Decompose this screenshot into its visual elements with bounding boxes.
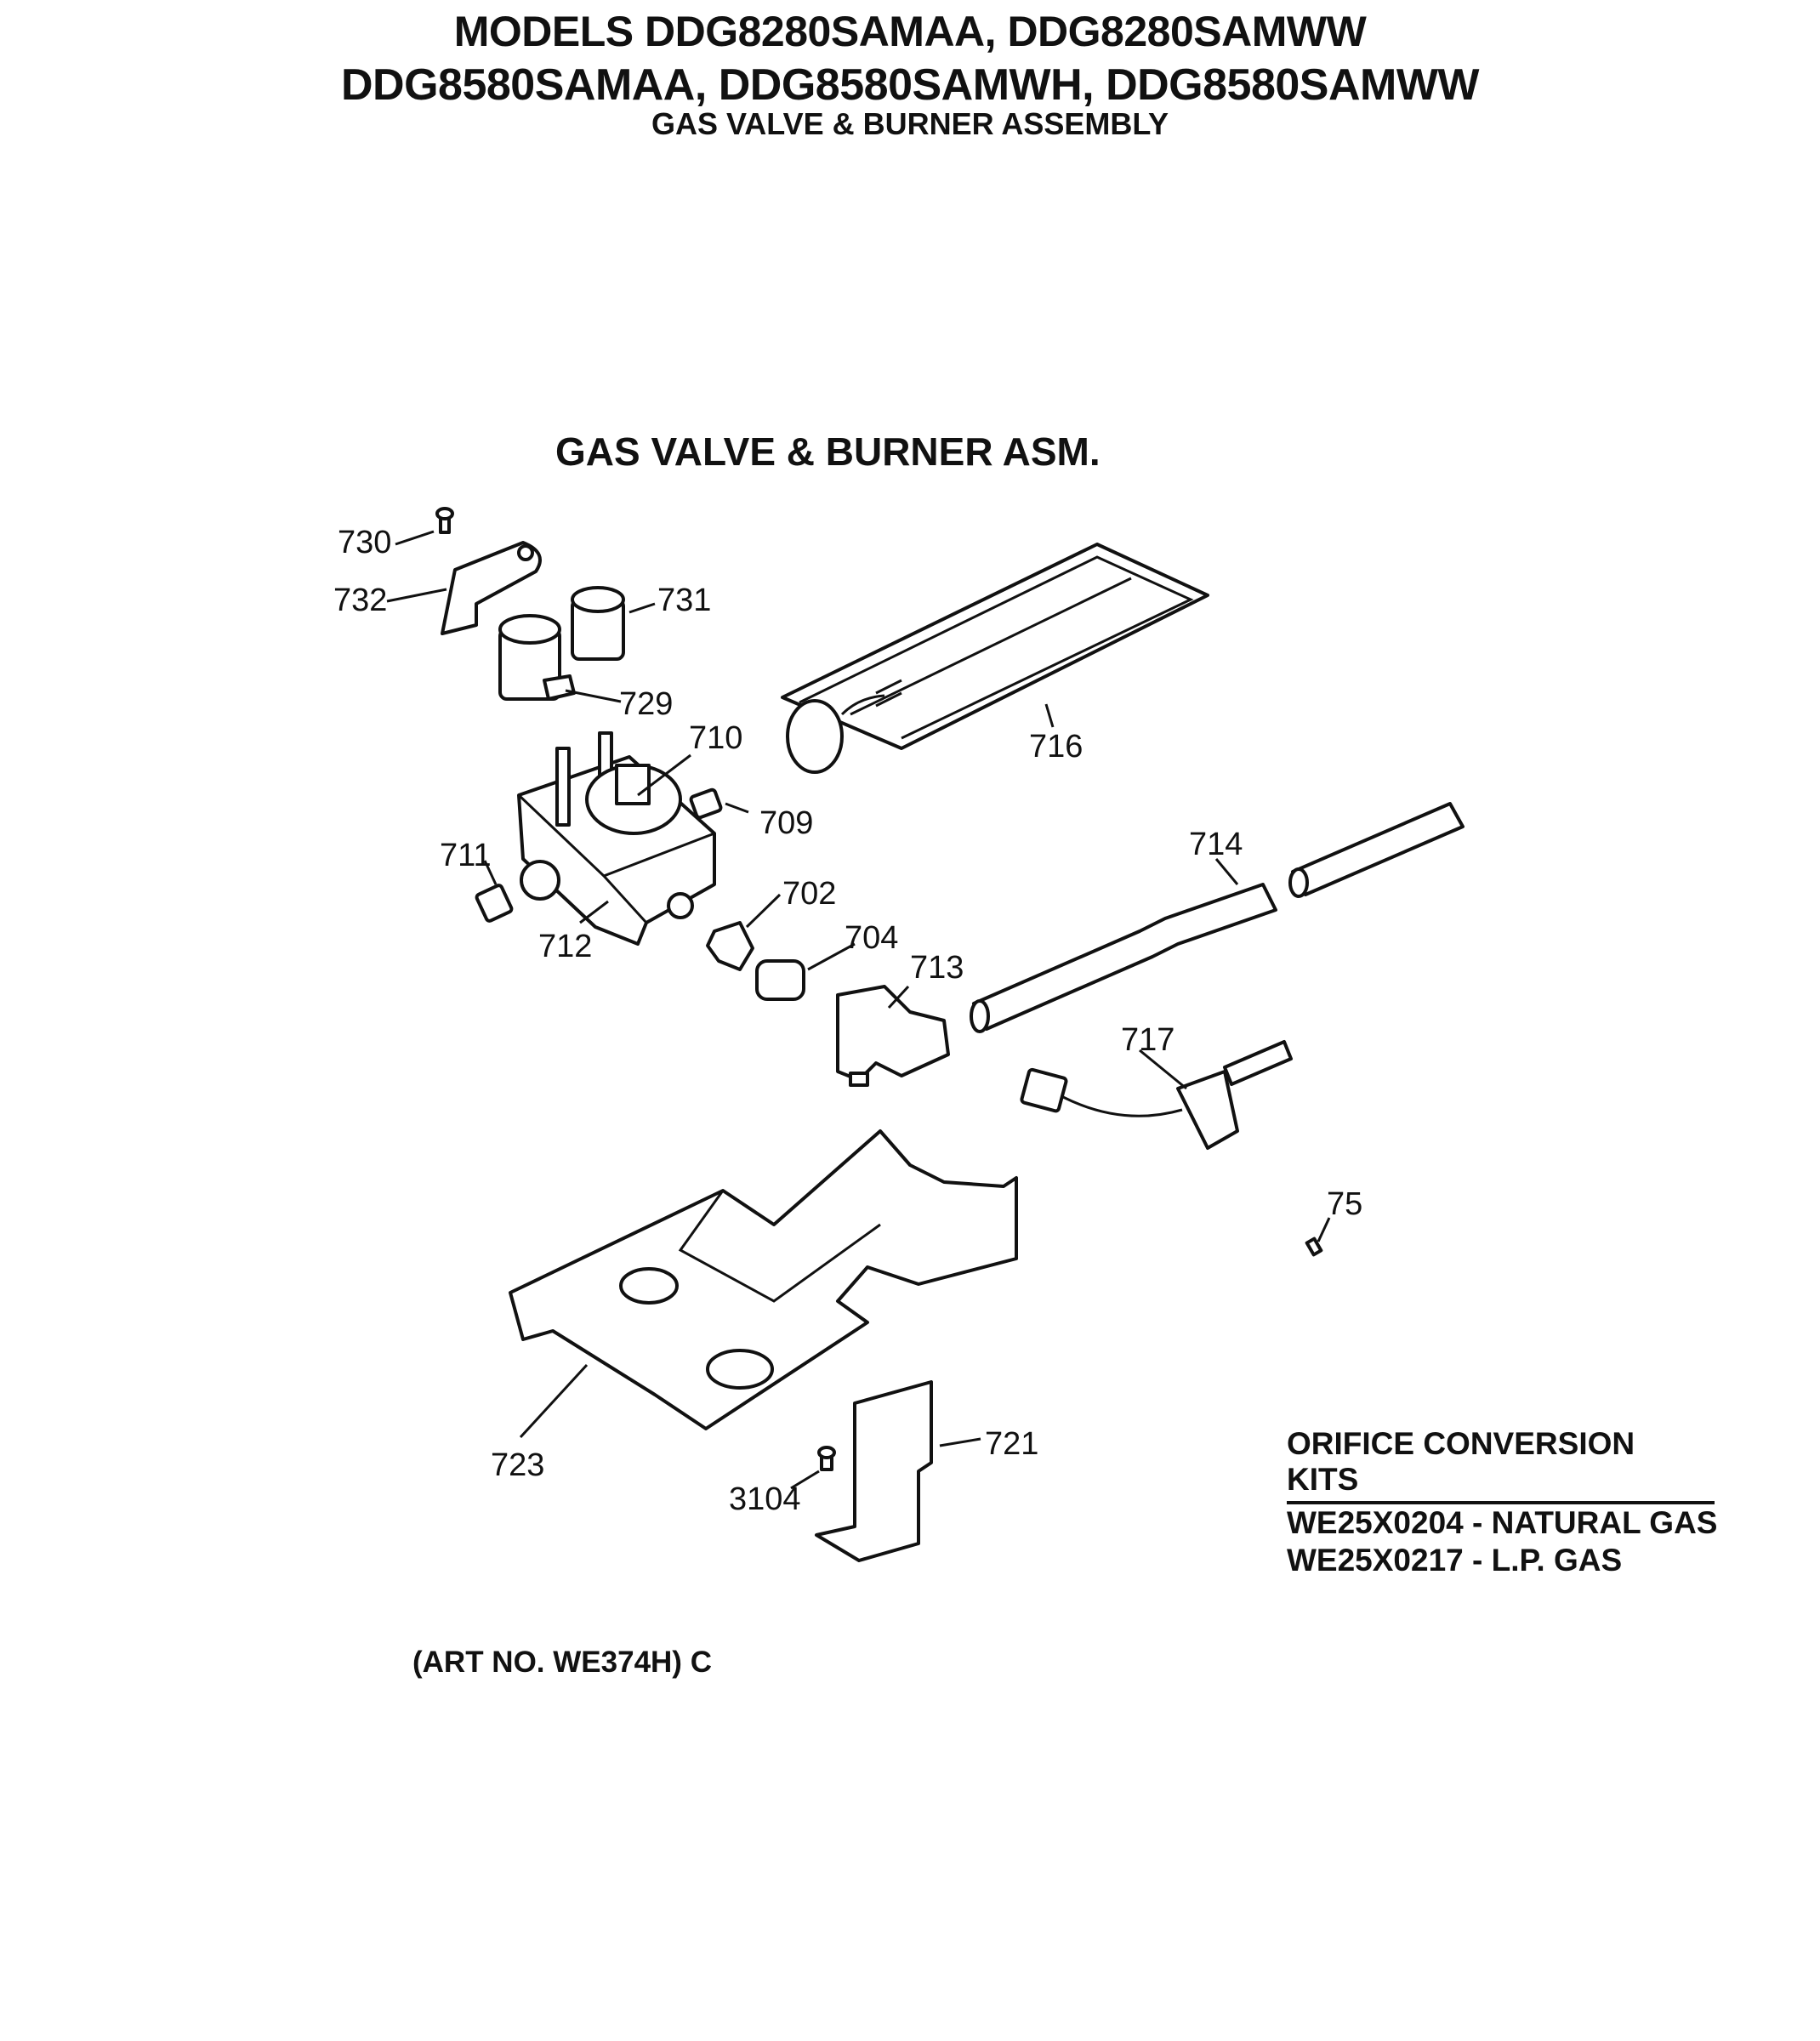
callout-714: 714	[1189, 827, 1243, 862]
callout-704: 704	[845, 920, 898, 956]
models-line-1: MODELS DDG8280SAMAA, DDG8280SAMWW	[453, 8, 1367, 55]
callout-labels: 730 732 731 729 710 709 716 711 714 702 …	[333, 525, 1362, 1517]
callout-729: 729	[619, 686, 673, 722]
bracket-732-drawing	[435, 507, 542, 635]
coils-drawing	[498, 586, 625, 701]
fittings-drawing	[706, 921, 950, 1087]
callout-732: 732	[333, 583, 387, 618]
art-number: (ART NO. WE374H) C	[412, 1646, 712, 1679]
shield-drawing	[815, 1237, 1323, 1562]
base-plate-drawing	[509, 1129, 1018, 1430]
leader-lines	[386, 530, 1331, 1490]
callout-702: 702	[782, 876, 836, 912]
callout-721: 721	[985, 1426, 1038, 1462]
diagram-subtitle: GAS VALVE & BURNER ASM.	[555, 429, 1101, 474]
valve-body-drawing	[517, 731, 716, 946]
callout-712: 712	[538, 929, 592, 964]
callout-75: 75	[1327, 1186, 1362, 1222]
callout-730: 730	[338, 525, 391, 560]
assembly-title: GAS VALVE & BURNER ASSEMBLY	[651, 106, 1169, 141]
gas-pipe-drawing	[970, 802, 1465, 1033]
kit-row: WE25X0217 - L.P. GAS	[1287, 1543, 1623, 1578]
igniter-drawing	[1020, 1040, 1293, 1150]
models-line-2: DDG8580SAMAA, DDG8580SAMWH, DDG8580SAMWW	[340, 60, 1480, 110]
burner-pan-drawing	[781, 543, 1209, 774]
callout-723: 723	[491, 1447, 544, 1483]
kit-row: WE25X0204 - NATURAL GAS	[1287, 1505, 1718, 1540]
callout-717: 717	[1121, 1022, 1174, 1058]
small-fittings-drawing	[475, 787, 723, 923]
callout-713: 713	[910, 950, 964, 986]
callout-711: 711	[440, 838, 492, 873]
callout-3104: 3104	[729, 1481, 801, 1517]
callout-710: 710	[689, 720, 742, 756]
callout-709: 709	[759, 805, 813, 841]
orifice-kits-box: ORIFICE CONVERSION KITS WE25X0204 - NATU…	[1287, 1426, 1717, 1579]
callout-716: 716	[1029, 729, 1083, 765]
kits-title: ORIFICE CONVERSION KITS	[1287, 1426, 1715, 1504]
callout-731: 731	[657, 583, 711, 618]
